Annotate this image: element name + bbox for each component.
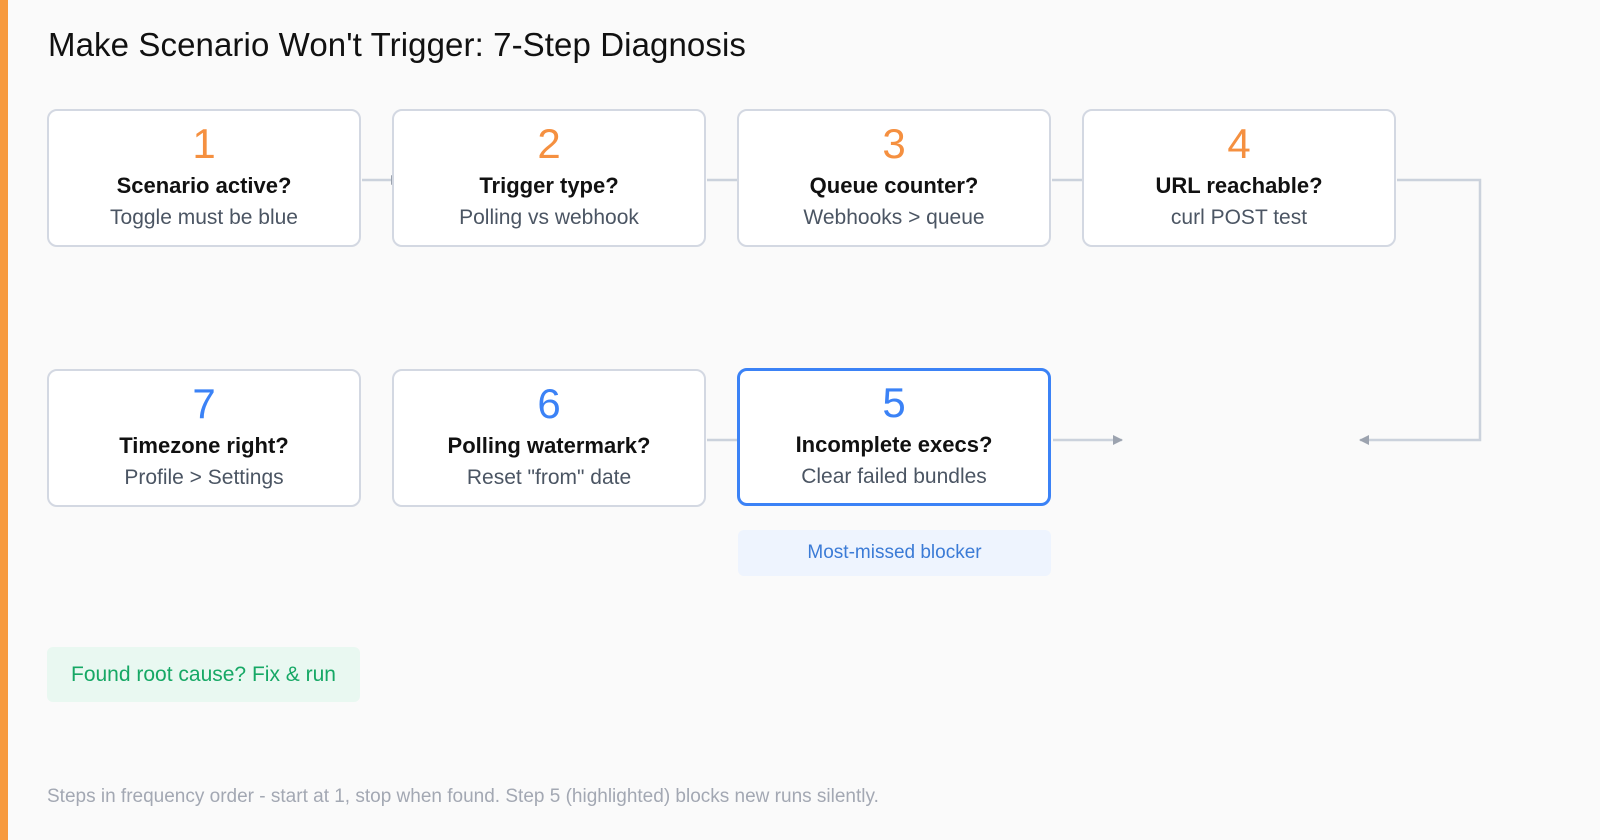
step-number: 1 bbox=[192, 120, 216, 167]
step-question: URL reachable? bbox=[1155, 173, 1323, 198]
step-card-5: 5 Incomplete execs? Clear failed bundles bbox=[737, 368, 1051, 506]
step-number: 5 bbox=[882, 379, 906, 426]
step-question: Polling watermark? bbox=[447, 433, 651, 458]
step-question: Scenario active? bbox=[116, 173, 292, 198]
step-card-2: 2 Trigger type? Polling vs webhook bbox=[392, 109, 706, 247]
most-missed-callout: Most-missed blocker bbox=[738, 530, 1051, 576]
step-number: 6 bbox=[537, 380, 561, 427]
accent-bar bbox=[0, 0, 8, 840]
connector-4-5 bbox=[1359, 178, 1482, 445]
success-note: Found root cause? Fix & run bbox=[47, 647, 360, 702]
step-question: Incomplete execs? bbox=[795, 432, 993, 457]
step-card-7: 7 Timezone right? Profile > Settings bbox=[47, 369, 361, 507]
step-card-6: 6 Polling watermark? Reset "from" date bbox=[392, 369, 706, 507]
step-hint: Reset "from" date bbox=[466, 466, 632, 489]
step-question: Trigger type? bbox=[479, 173, 619, 198]
step-card-1: 1 Scenario active? Toggle must be blue bbox=[47, 109, 361, 247]
step-hint: Toggle must be blue bbox=[110, 206, 298, 229]
step-hint: curl POST test bbox=[1170, 206, 1308, 229]
step-hint: Polling vs webhook bbox=[459, 206, 639, 229]
step-hint: Clear failed bundles bbox=[801, 465, 987, 488]
page-title: Make Scenario Won't Trigger: 7-Step Diag… bbox=[48, 26, 747, 63]
step-question: Timezone right? bbox=[119, 433, 289, 458]
step-number: 3 bbox=[882, 120, 906, 167]
step-number: 4 bbox=[1227, 120, 1251, 167]
step-hint: Webhooks > queue bbox=[803, 206, 985, 229]
footnote: Steps in frequency order - start at 1, s… bbox=[47, 786, 879, 807]
step-hint: Profile > Settings bbox=[124, 466, 284, 489]
step-card-4: 4 URL reachable? curl POST test bbox=[1082, 109, 1396, 247]
step-number: 7 bbox=[192, 380, 216, 427]
step-number: 2 bbox=[537, 120, 561, 167]
step-question: Queue counter? bbox=[809, 173, 979, 198]
step-card-3: 3 Queue counter? Webhooks > queue bbox=[737, 109, 1051, 247]
